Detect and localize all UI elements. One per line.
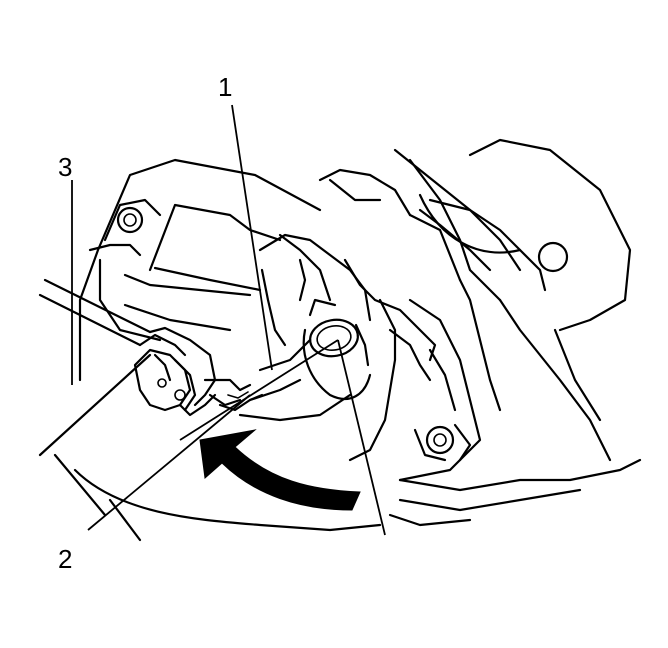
leader-lines	[71, 104, 386, 536]
callout-1: 1	[218, 72, 233, 102]
leader-2b	[179, 339, 339, 441]
leader-1	[231, 104, 273, 371]
upper-bolt	[103, 198, 282, 292]
callout-3: 3	[58, 152, 73, 182]
leader-sensor	[337, 339, 386, 536]
mount-bracket	[428, 198, 569, 292]
harness-connector	[38, 278, 264, 417]
transmission-case	[78, 138, 642, 527]
rotation-arrow-icon	[199, 429, 361, 511]
lower-bolt	[413, 423, 472, 462]
callout-2: 2	[58, 544, 73, 574]
left-case	[38, 243, 382, 542]
bracket-hole-icon	[537, 241, 569, 273]
sensor-head	[302, 298, 372, 401]
leader-2	[87, 394, 251, 531]
